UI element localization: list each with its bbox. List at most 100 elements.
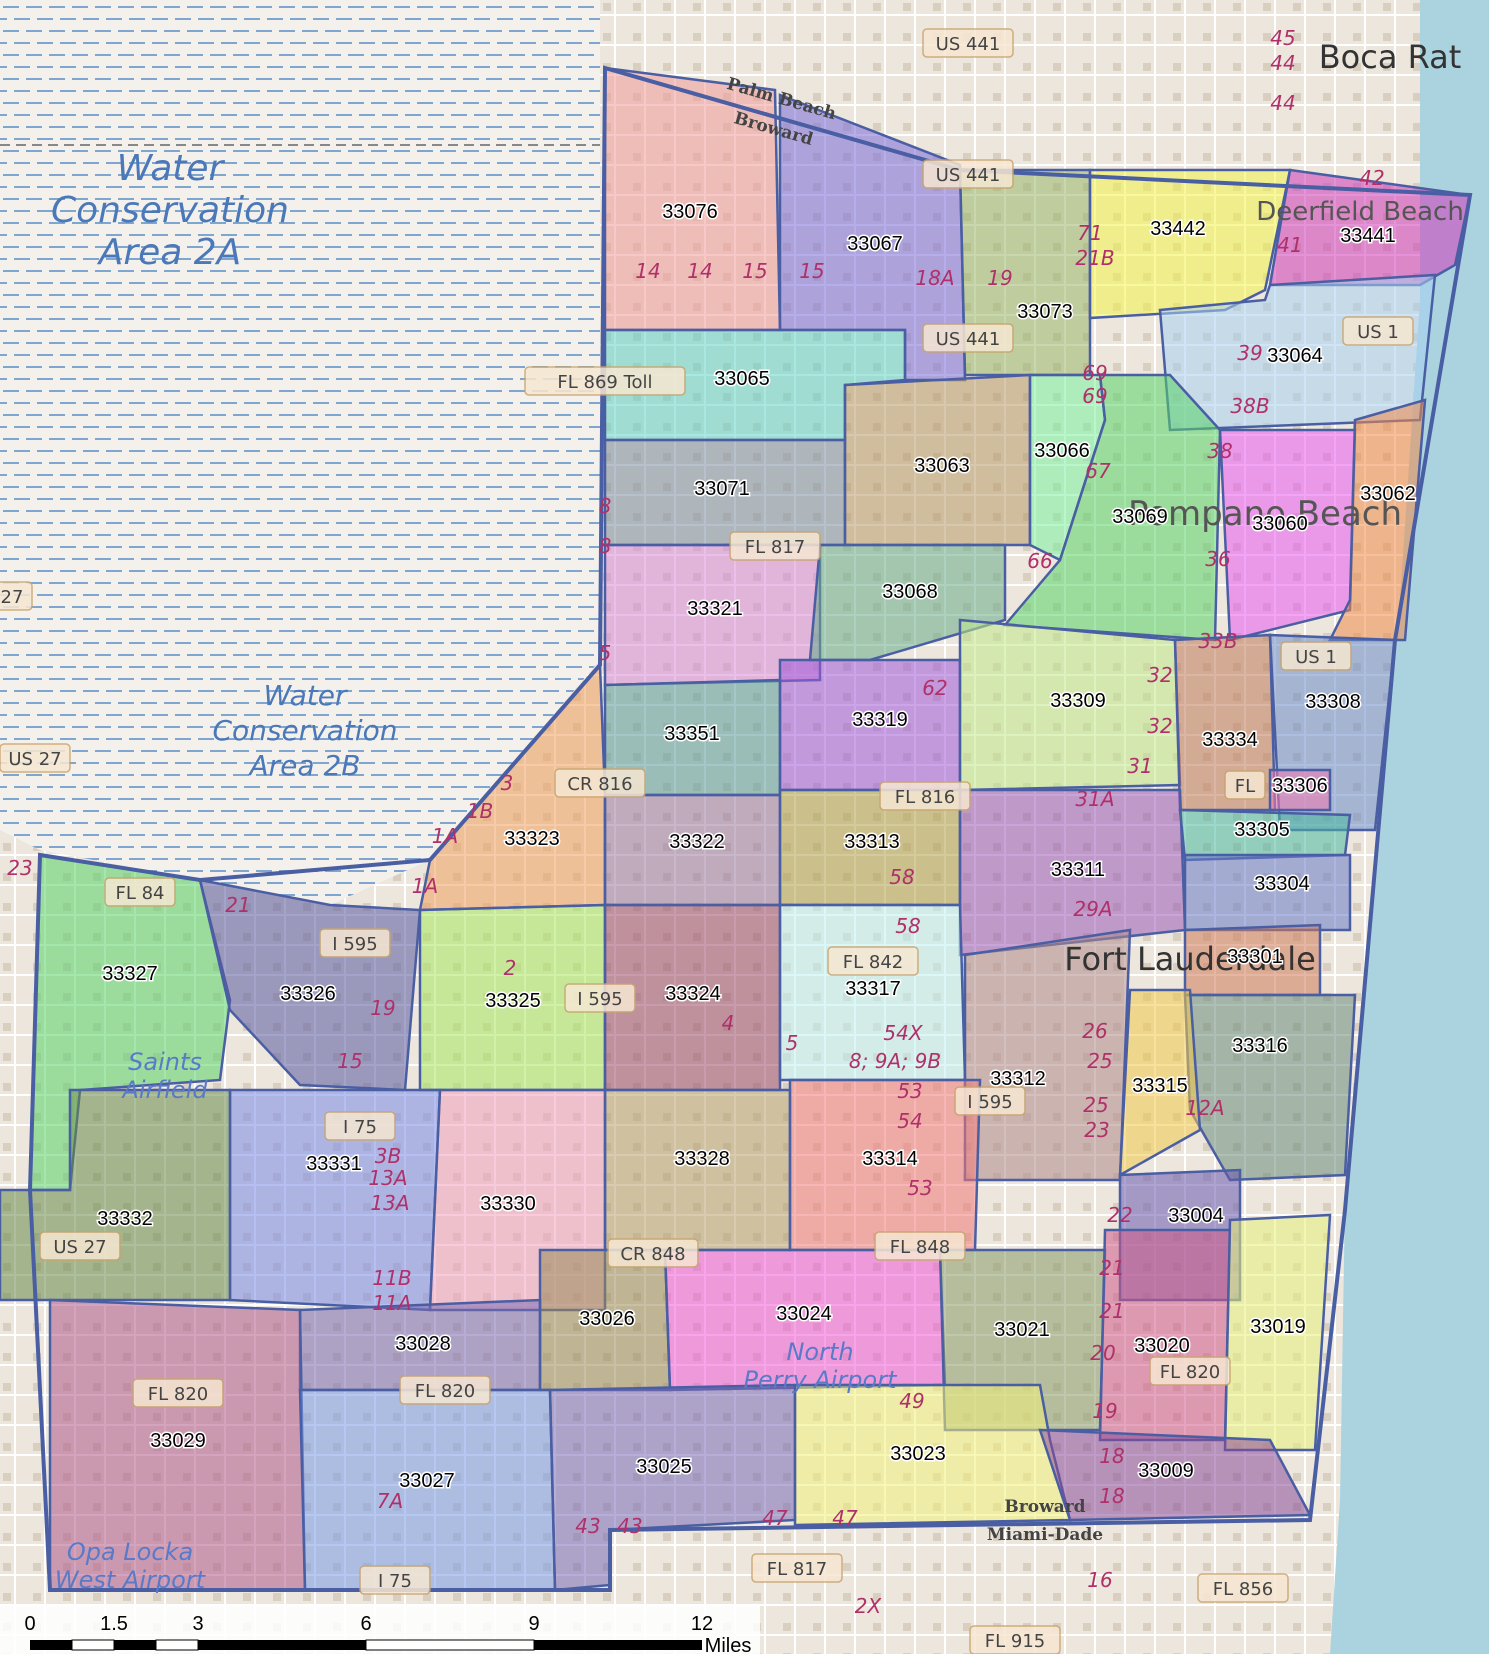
exit-label-50: 2: [504, 956, 517, 980]
place-saints-airfield-2: Airfield: [120, 1076, 208, 1104]
exit-label-27: 38B: [1230, 394, 1269, 418]
zip-label-33442: 33442: [1150, 218, 1206, 240]
exit-label-34: 29A: [1073, 897, 1112, 921]
zip-zone-33076[interactable]: [603, 66, 782, 332]
scale-tick-1: 1.5: [100, 1613, 128, 1635]
zip-label-33322: 33322: [669, 831, 725, 853]
exit-label-15: 67: [1085, 459, 1111, 483]
water-label-2a-line3: Area 2A: [97, 232, 242, 273]
exit-label-37: 25: [1083, 1093, 1108, 1117]
svg-text:FL: FL: [1235, 776, 1255, 797]
zip-label-33441: 33441: [1340, 225, 1396, 247]
zip-zone-33315[interactable]: [1118, 988, 1202, 1178]
zip-zone-33306[interactable]: [1268, 768, 1332, 812]
exit-label-18: 58: [889, 865, 914, 889]
ocean: [1330, 0, 1489, 1654]
exit-label-14: 69: [1082, 384, 1107, 408]
zip-label-33323: 33323: [504, 828, 560, 850]
svg-text:FL 817: FL 817: [745, 537, 805, 558]
zip-label-33021: 33021: [994, 1319, 1050, 1341]
exit-label-63: 7A: [377, 1489, 403, 1513]
exit-label-43: 19: [1092, 1399, 1117, 1423]
place-north-perry-2: Perry Airport: [744, 1366, 899, 1394]
zip-label-33301: 33301: [1227, 946, 1283, 968]
exit-label-4: 41: [1277, 233, 1302, 257]
place-opa-locka-2: West Airport: [55, 1566, 207, 1594]
svg-text:I 75: I 75: [378, 1571, 412, 1592]
exit-label-68: 49: [899, 1389, 924, 1413]
zip-zone-33441[interactable]: [1268, 168, 1472, 287]
exit-label-30: 32: [1147, 663, 1172, 687]
zip-label-33327: 33327: [102, 963, 158, 985]
zip-zone-33442[interactable]: [1088, 168, 1292, 320]
zip-label-33313: 33313: [844, 831, 900, 853]
exit-label-65: 43: [617, 1514, 642, 1538]
svg-text:US 1: US 1: [1357, 322, 1399, 343]
exit-label-36: 25: [1087, 1049, 1112, 1073]
exit-label-62: 11A: [372, 1291, 411, 1315]
exit-label-45: 18: [1099, 1484, 1124, 1508]
zip-zone-33068[interactable]: [808, 543, 1007, 662]
exit-label-47: 12A: [1185, 1096, 1224, 1120]
exit-label-57: 15: [337, 1049, 362, 1073]
place-saints-airfield-1: Saints: [128, 1048, 202, 1076]
exit-label-8: 15: [799, 259, 824, 283]
exit-label-32: 31: [1127, 754, 1152, 778]
road-shield-fl848: FL 848: [874, 1231, 966, 1261]
scale-seg-4: [155, 1639, 199, 1651]
exit-label-69: 2X: [855, 1594, 883, 1618]
zip-label-33331: 33331: [306, 1153, 362, 1175]
svg-text:FL 816: FL 816: [895, 787, 955, 808]
county-boundary: [27, 65, 1473, 1592]
svg-text:US 441: US 441: [936, 329, 1001, 350]
zip-label-33029: 33029: [150, 1430, 206, 1452]
zip-label-33332: 33332: [97, 1208, 153, 1230]
svg-text:FL 848: FL 848: [890, 1237, 950, 1258]
zip-label-33066: 33066: [1034, 440, 1090, 462]
exit-label-5: 14: [635, 259, 660, 283]
exit-label-60: 13A: [370, 1191, 409, 1215]
zip-label-33308: 33308: [1305, 691, 1361, 713]
exit-label-13: 69: [1082, 361, 1107, 385]
zip-label-33064: 33064: [1267, 345, 1323, 367]
exit-label-39: 22: [1107, 1203, 1132, 1227]
road-shield-fl915: FL 915: [969, 1625, 1061, 1654]
water-label-2a-line1: Water: [117, 148, 226, 189]
zip-zone-33069[interactable]: [1002, 373, 1222, 642]
zip-label-33020: 33020: [1134, 1335, 1190, 1357]
zip-label-33305: 33305: [1234, 819, 1290, 841]
zip-zone-33060[interactable]: [1218, 428, 1357, 642]
exit-label-33: 31A: [1075, 787, 1114, 811]
svg-text:FL 84: FL 84: [115, 883, 164, 904]
zip-zone-33304[interactable]: [1183, 853, 1352, 932]
exit-label-23: 54: [897, 1109, 922, 1133]
exit-label-54: 3: [501, 771, 514, 795]
exit-label-51: 1A: [432, 824, 458, 848]
scale-seg-7: [534, 1640, 702, 1650]
exit-label-24: 53: [907, 1176, 932, 1200]
exit-label-56: 19: [370, 996, 395, 1020]
zip-label-33071: 33071: [694, 478, 750, 500]
exit-label-72: 5: [599, 641, 612, 665]
zip-label-33019: 33019: [1250, 1316, 1306, 1338]
scale-seg-6: [365, 1639, 535, 1651]
exit-label-59: 13A: [368, 1166, 407, 1190]
exit-label-46: 16: [1087, 1568, 1112, 1592]
zip-zones[interactable]: [0, 66, 1472, 1592]
svg-text:CR 816: CR 816: [567, 774, 632, 795]
zip-label-33319: 33319: [852, 709, 908, 731]
zip-label-33326: 33326: [280, 983, 336, 1005]
exit-label-42: 20: [1090, 1341, 1115, 1365]
road-shield-us1-a: US 1: [1342, 316, 1414, 346]
road-shield-fl820-a: FL 820: [132, 1378, 224, 1408]
exit-label-48: 4: [722, 1011, 735, 1035]
zip-zone-33328[interactable]: [603, 1088, 792, 1252]
water-label-2a-line2: Conservation: [51, 190, 289, 231]
zip-label-33073: 33073: [1017, 301, 1073, 323]
road-shield-fl84: FL 84: [104, 877, 176, 907]
water-label-2b-line2: Conservation: [212, 714, 397, 747]
